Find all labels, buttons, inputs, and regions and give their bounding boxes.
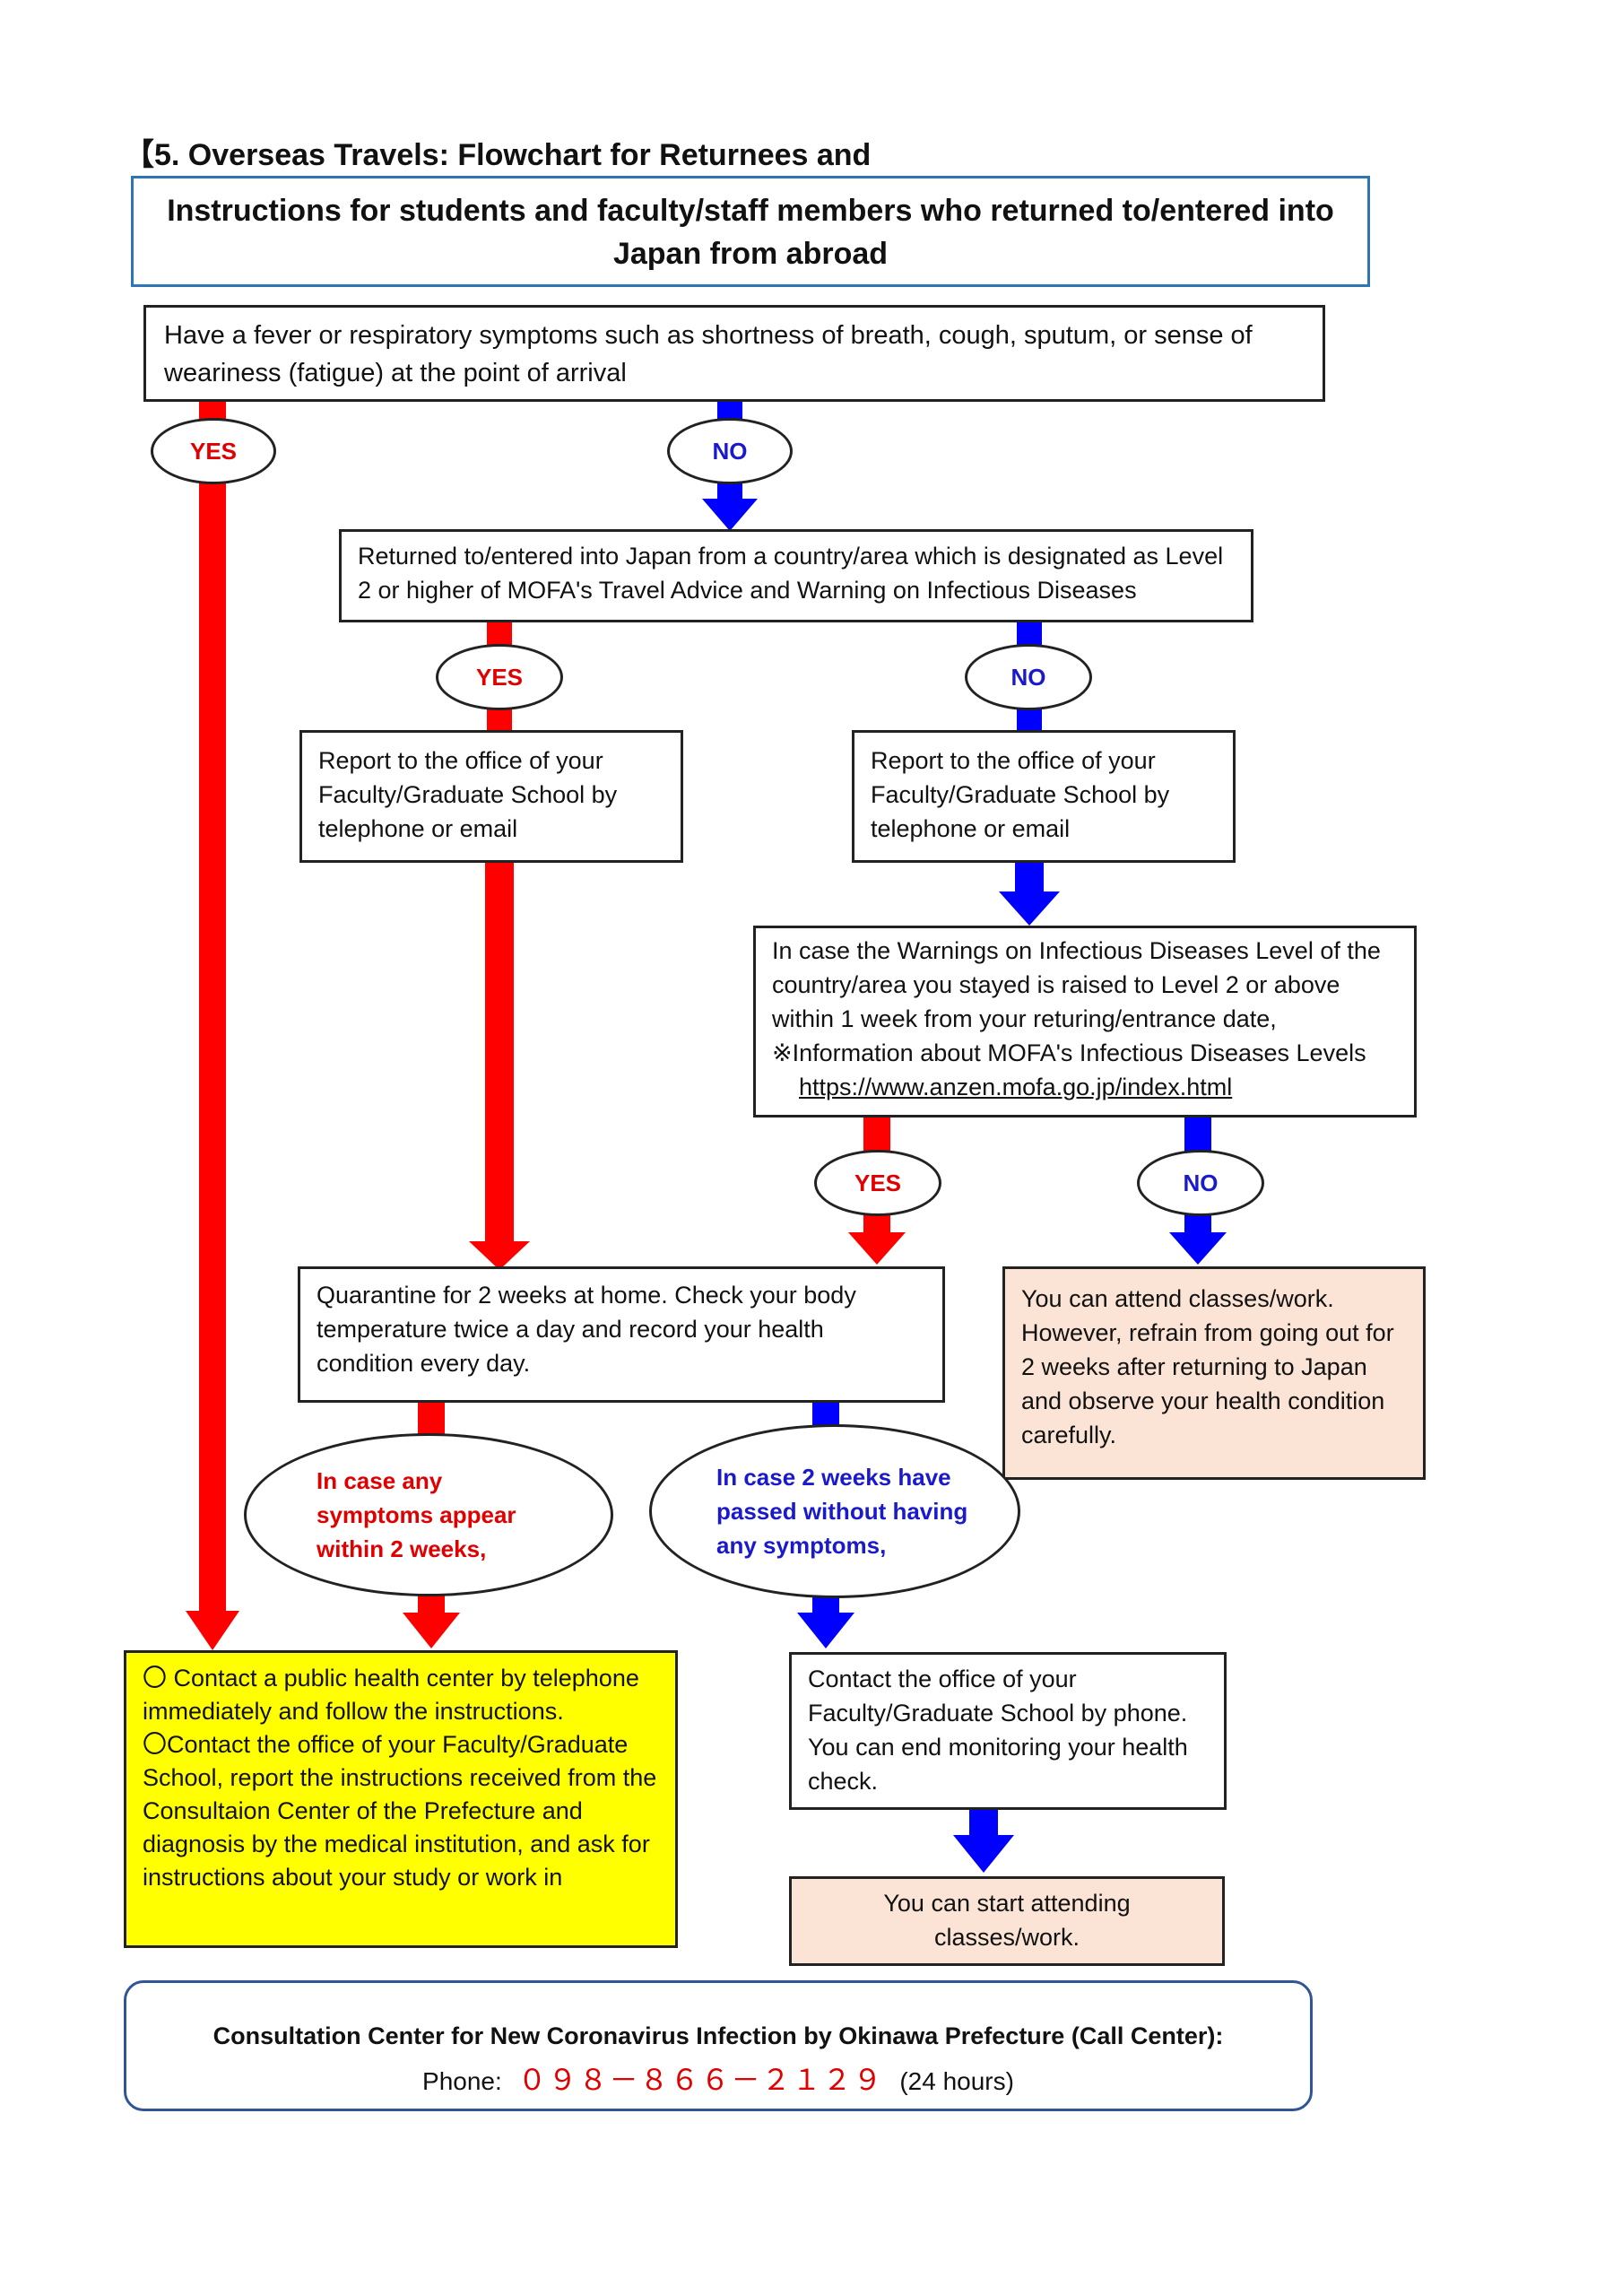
- hours-label: (24 hours): [899, 2067, 1014, 2095]
- yes-oval-2: YES: [436, 644, 563, 710]
- level2-question-text: Returned to/entered into Japan from a co…: [358, 543, 1224, 604]
- yes-arrow-head-main: [186, 1611, 239, 1650]
- title-line-2: Japan from abroad: [612, 237, 889, 271]
- contact-public-health-box: 〇 Contact a public health center by tele…: [124, 1650, 678, 1948]
- quarantine-text: Quarantine for 2 weeks at home. Check yo…: [317, 1282, 856, 1377]
- warning-raised-text: In case the Warnings on Infectious Disea…: [772, 937, 1381, 1032]
- no-symptoms-text: In case 2 weeks have passed without havi…: [716, 1464, 968, 1559]
- title-line-1: Instructions for students and faculty/st…: [167, 194, 1334, 228]
- start-attending-box: You can start attending classes/work.: [789, 1876, 1225, 1966]
- no-symptoms-oval: In case 2 weeks have passed without havi…: [649, 1424, 1020, 1598]
- yes-oval-3: YES: [814, 1150, 941, 1216]
- no-oval-3: NO: [1137, 1150, 1264, 1216]
- yes-oval-1: YES: [151, 418, 276, 484]
- contact-public-health-text: 〇 Contact a public health center by tele…: [143, 1665, 639, 1725]
- contact-faculty-text: 〇Contact the office of your Faculty/Grad…: [143, 1731, 657, 1891]
- report-yes-box: Report to the office of your Faculty/Gra…: [299, 730, 683, 863]
- attend-classes-text: You can attend classes/work. However, re…: [1021, 1285, 1394, 1448]
- mofa-link[interactable]: https://www.anzen.mofa.go.jp/index.html: [799, 1074, 1233, 1100]
- warning-raised-note: ※Information about MOFA's Infectious Dis…: [772, 1039, 1366, 1066]
- no-arrow-head-1: [702, 499, 758, 531]
- phone-line: Phone: ０９８－８６６－２１２９ (24 hours): [126, 2057, 1310, 2099]
- phone-number[interactable]: ０９８－８６６－２１２９: [517, 2064, 884, 2096]
- report-no-box: Report to the office of your Faculty/Gra…: [852, 730, 1236, 863]
- symptoms-appear-oval: In case any symptoms appear within 2 wee…: [244, 1433, 613, 1596]
- attend-classes-box: You can attend classes/work. However, re…: [1002, 1266, 1426, 1480]
- start-attending-text: You can start attending classes/work.: [883, 1890, 1131, 1951]
- contact-office-box: Contact the office of your Faculty/Gradu…: [789, 1652, 1227, 1810]
- call-center-box: Consultation Center for New Coronavirus …: [124, 1980, 1313, 2111]
- report-no-text: Report to the office of your Faculty/Gra…: [871, 747, 1170, 842]
- fever-question-text: Have a fever or respiratory symptoms suc…: [164, 321, 1253, 387]
- warning-raised-box: In case the Warnings on Infectious Disea…: [753, 926, 1417, 1118]
- no-oval-2: NO: [965, 644, 1092, 710]
- level2-question-box: Returned to/entered into Japan from a co…: [339, 529, 1253, 622]
- phone-label: Phone:: [422, 2067, 502, 2095]
- report-yes-text: Report to the office of your Faculty/Gra…: [318, 747, 618, 842]
- contact-office-text: Contact the office of your Faculty/Gradu…: [808, 1665, 1188, 1795]
- section-title: 【5. Overseas Travels: Flowchart for Retu…: [124, 138, 872, 172]
- yes-arrow-shaft-2: [485, 861, 514, 1241]
- quarantine-box: Quarantine for 2 weeks at home. Check yo…: [298, 1266, 945, 1403]
- call-center-name: Consultation Center for New Coronavirus …: [213, 2022, 1224, 2049]
- fever-question-box: Have a fever or respiratory symptoms suc…: [143, 305, 1325, 402]
- symptoms-appear-text: In case any symptoms appear within 2 wee…: [317, 1467, 516, 1562]
- yes-arrow-shaft-main: [199, 400, 226, 1611]
- title-box: Instructions for students and faculty/st…: [131, 176, 1370, 287]
- no-oval-1: NO: [667, 418, 793, 484]
